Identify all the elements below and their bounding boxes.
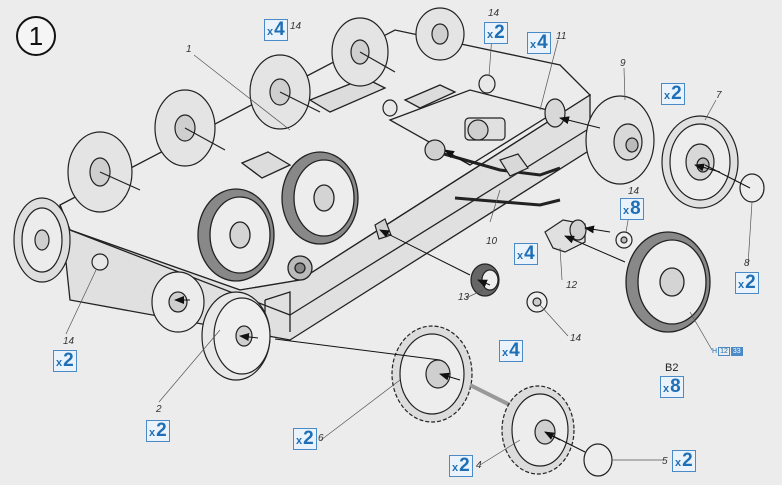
part-number-14: 14 [488,8,500,19]
part-number-10: 10 [486,236,498,247]
part-number-9: 9 [620,58,626,69]
part-number-14: 14 [628,186,640,197]
part-6-sprocket [391,325,521,423]
part-7-wheel-half [661,115,739,209]
part-number-11: 11 [556,31,567,42]
roadwheel-b2 [625,231,711,333]
part-8-hubcap [739,173,765,203]
part-code-b2: B2 [665,362,679,374]
left-idler-sprocket [13,197,71,283]
front-roadwheels [197,151,359,282]
part-2-hub-disc [201,291,271,381]
part-number-4: 4 [476,460,482,471]
part-5-hubcap [583,443,613,477]
step-number-badge: 1 [16,16,56,56]
part-number-7: 7 [716,90,722,101]
sprue-reference: H 12 33 [712,347,743,356]
part-number-12: 12 [566,280,578,291]
part-number-2: 2 [156,404,162,415]
step-number: 1 [28,20,44,51]
part-number-14: 14 [570,333,582,344]
assembly-arrows [174,116,751,453]
part-number-6: 6 [318,433,324,444]
part-13-ring [470,263,548,313]
part-number-13: 13 [458,292,470,303]
part-number-1: 1 [186,44,192,55]
part-4-sprocket [501,385,575,475]
part-9-wheel-half [585,95,655,185]
part-number-8: 8 [744,258,750,269]
leader-lines [65,21,753,466]
part-number-5: 5 [662,456,668,467]
part-12-bracket [544,219,633,253]
front-axle-housing [151,271,205,333]
part-number-14: 14 [63,336,75,347]
part-number-14: 14 [290,21,302,32]
